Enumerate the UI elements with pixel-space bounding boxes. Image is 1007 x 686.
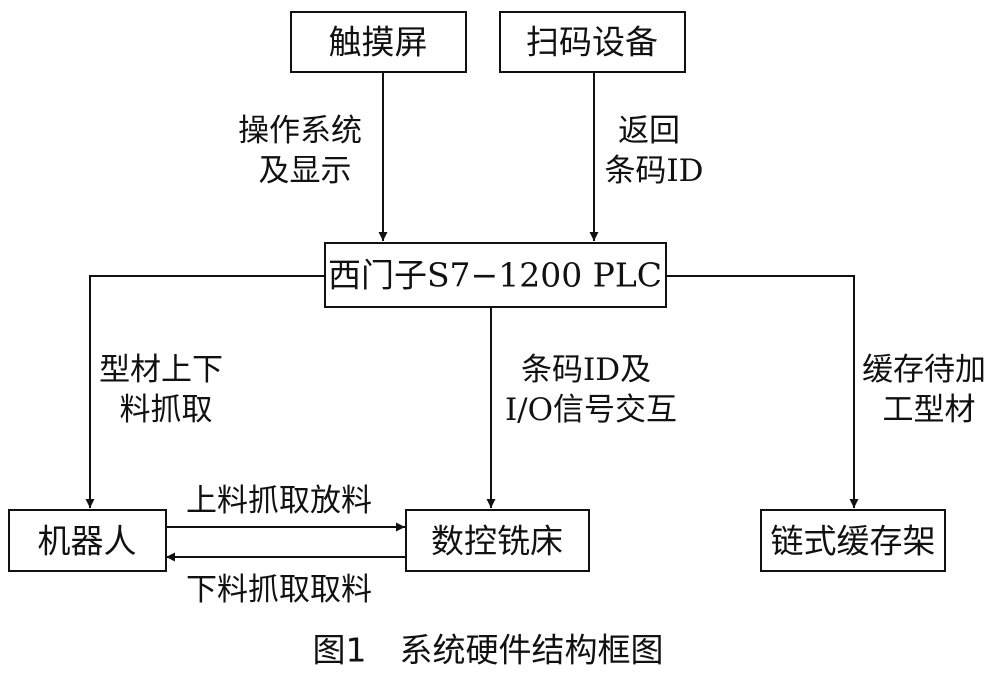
edge-label-plc-to-buffer-line-2: 工型材 [883, 392, 976, 428]
node-plc: 西门子S7−1200 PLC [324, 242, 667, 308]
node-cnc-label: 数控铣床 [431, 522, 563, 561]
edge-label-touch-to-plc: 操作系统 及显示 [238, 113, 372, 189]
edge-label-robot-to-cnc: 上料抓取放料 [186, 483, 372, 519]
edge-label-scanner-to-plc-line-2: 条码ID [604, 153, 703, 189]
node-robot: 机器人 [8, 509, 167, 572]
edge-label-plc-to-buffer: 缓存待加 工型材 [862, 352, 996, 428]
edge-label-plc-to-cnc-line-1: 条码ID及 [521, 352, 651, 388]
node-buffer-label: 链式缓存架 [771, 522, 936, 561]
arrow-plc-to-robot [85, 275, 325, 508]
edge-label-scanner-to-plc-line-1: 返回 [618, 113, 680, 149]
node-scanner: 扫码设备 [499, 11, 686, 73]
edge-label-plc-to-robot: 型材上下 料抓取 [99, 352, 233, 428]
figure-caption: 图1 系统硬件结构框图 [313, 631, 664, 670]
edge-label-plc-to-cnc: 条码ID及 I/O信号交互 [505, 352, 677, 428]
edge-label-touch-to-plc-line-2: 及显示 [259, 153, 352, 189]
arrow-plc-to-buffer [666, 275, 859, 508]
edge-label-plc-to-buffer-line-1: 缓存待加 [862, 352, 986, 388]
node-buffer: 链式缓存架 [760, 509, 946, 572]
node-cnc: 数控铣床 [405, 509, 590, 572]
node-touchscreen: 触摸屏 [290, 11, 467, 73]
edge-label-plc-to-robot-line-1: 型材上下 [99, 352, 223, 388]
edge-label-plc-to-cnc-line-2: I/O信号交互 [505, 392, 677, 428]
edge-label-plc-to-robot-line-2: 料抓取 [120, 392, 213, 428]
edge-label-touch-to-plc-line-1: 操作系统 [238, 113, 362, 149]
node-robot-label: 机器人 [38, 522, 137, 561]
edge-label-cnc-to-robot: 下料抓取取料 [186, 572, 372, 608]
node-touchscreen-label: 触摸屏 [329, 23, 428, 62]
edge-label-scanner-to-plc: 返回 条码ID [604, 113, 703, 189]
node-scanner-label: 扫码设备 [526, 23, 658, 62]
node-plc-label: 西门子S7−1200 PLC [328, 256, 662, 295]
